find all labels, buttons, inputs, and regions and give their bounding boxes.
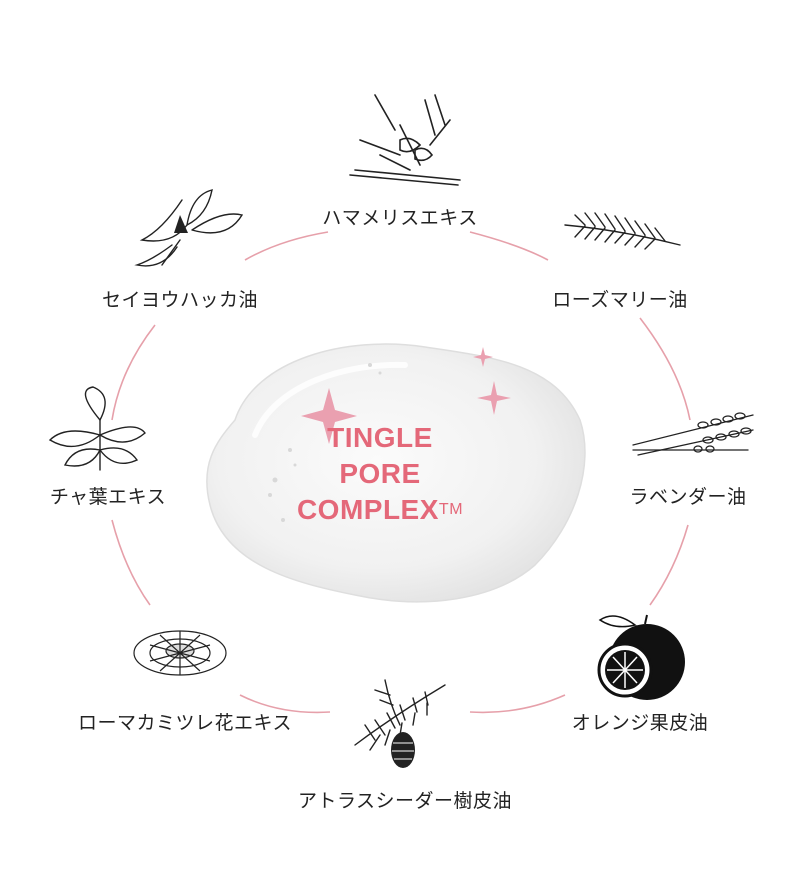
chamomile-icon bbox=[133, 630, 227, 676]
ingredient-label-peppermint: セイヨウハッカ油 bbox=[101, 289, 259, 311]
ingredient-label-orange: オレンジ果皮油 bbox=[571, 712, 709, 734]
complex-name-line-1: TINGLE bbox=[327, 422, 433, 453]
ingredient-label-rosemary: ローズマリー油 bbox=[552, 289, 688, 311]
trademark-symbol: TM bbox=[438, 501, 464, 518]
ingredient-label-witch-hazel: ハマメリスエキス bbox=[322, 207, 478, 229]
ingredient-label-lavender: ラベンダー油 bbox=[629, 486, 747, 508]
ingredient-label-chamomile: ローマカミツレ花エキス bbox=[78, 712, 292, 734]
rosemary-icon bbox=[564, 212, 681, 250]
cedar-icon bbox=[354, 679, 446, 768]
orange-icon bbox=[597, 614, 685, 700]
complex-name-text: COMPLEX bbox=[296, 494, 439, 525]
ingredient-label-cedar: アトラスシーダー樹皮油 bbox=[297, 790, 513, 812]
tea-leaf-icon bbox=[48, 386, 146, 471]
peppermint-icon bbox=[134, 189, 244, 267]
complex-name-line-2: PORE bbox=[339, 458, 421, 489]
complex-name-line-3: COMPLEXTM bbox=[280, 492, 480, 528]
witch-hazel-icon bbox=[349, 94, 461, 186]
lavender-icon bbox=[632, 412, 754, 456]
gel-blob bbox=[206, 343, 586, 603]
product-complex-name: TINGLE PORE COMPLEXTM bbox=[280, 420, 480, 528]
ingredient-label-tea-leaf: チャ葉エキス bbox=[49, 486, 167, 508]
